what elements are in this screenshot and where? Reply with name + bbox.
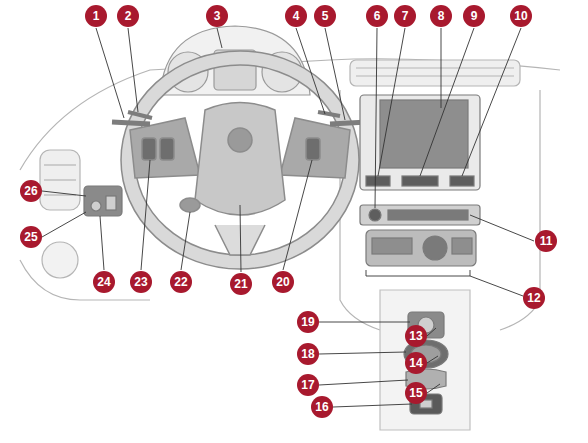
callout-number: 9 xyxy=(463,5,485,27)
callout-number: 23 xyxy=(130,271,152,293)
callout-number: 25 xyxy=(20,226,42,248)
callout-number: 1 xyxy=(85,5,107,27)
callout-number: 6 xyxy=(366,5,388,27)
callout-number: 20 xyxy=(272,271,294,293)
callout-number: 10 xyxy=(510,5,532,27)
callout-number: 4 xyxy=(285,5,307,27)
callout-number: 12 xyxy=(523,287,545,309)
callout-number: 15 xyxy=(405,382,427,404)
callout-number: 11 xyxy=(535,230,557,252)
callout-number: 13 xyxy=(405,325,427,347)
callout-number: 21 xyxy=(230,273,252,295)
callout-number: 22 xyxy=(170,271,192,293)
callout-number: 16 xyxy=(311,396,333,418)
callout-number: 26 xyxy=(20,180,42,202)
callout-number: 19 xyxy=(297,311,319,333)
callout-number: 5 xyxy=(314,5,336,27)
callout-number: 18 xyxy=(297,343,319,365)
callout-number: 17 xyxy=(297,374,319,396)
callout-number: 3 xyxy=(206,5,228,27)
callout-number: 8 xyxy=(430,5,452,27)
callout-number: 24 xyxy=(93,271,115,293)
callout-number: 14 xyxy=(405,352,427,374)
callout-number: 2 xyxy=(117,5,139,27)
callout-number: 7 xyxy=(394,5,416,27)
